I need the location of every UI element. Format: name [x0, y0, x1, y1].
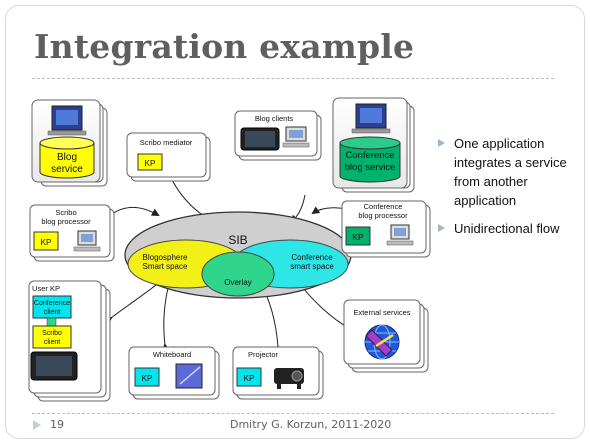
external-services-label: External services	[353, 308, 410, 317]
footer-divider	[32, 413, 554, 414]
footer-arrow-icon	[33, 420, 41, 430]
tablet-icon	[30, 351, 78, 381]
bullet-item: Unidirectional flow	[436, 219, 586, 238]
title-divider	[32, 78, 554, 79]
scribo-processor-box: Scribo blog processor KP	[29, 204, 115, 262]
bullet-text: One application integrates a service fro…	[454, 136, 567, 208]
blog-service-box: Blog service	[31, 99, 108, 187]
user-kp-label: User KP	[32, 284, 60, 293]
whiteboard-kp	[134, 367, 160, 387]
conf-processor-label-2: blog processor	[358, 211, 408, 220]
whiteboard-label: Whiteboard	[153, 350, 191, 359]
conf-blog-service-label-2: blog service	[345, 162, 396, 173]
scribo-processor-label-1: Scribo	[55, 208, 76, 217]
bullet-marker-icon	[438, 224, 445, 232]
computer-icon	[282, 126, 310, 148]
arrow-scribo-processor	[104, 206, 160, 221]
conference-client-label-1: Conference	[34, 300, 70, 307]
computer-icon	[47, 105, 87, 136]
scribo-processor-kp-label: KP	[41, 238, 52, 247]
whiteboard-kp-label: KP	[142, 374, 153, 383]
bullet-marker-icon	[438, 139, 445, 147]
scribo-processor-label-2: blog processor	[41, 217, 91, 226]
conference-space-label-2: smart space	[290, 262, 334, 271]
bullet-item: One application integrates a service fro…	[436, 134, 586, 210]
user-kp-box: User KP Conference client Scribo client	[28, 280, 111, 402]
conference-processor-box: Conference blog processor KP	[341, 200, 431, 258]
blog-service-label-2: service	[51, 164, 83, 175]
overlay-label: Overlay	[224, 278, 252, 287]
scribo-processor-kp	[33, 231, 59, 251]
footer-author: Dmitry G. Korzun, 2011-2020	[230, 418, 392, 431]
blogosphere-label-2: Smart space	[143, 262, 188, 271]
sib-label: SIB	[228, 233, 247, 247]
projector-kp	[236, 367, 262, 387]
projector-label: Projector	[248, 350, 279, 359]
scribo-mediator-kp	[137, 153, 163, 171]
globe-icon	[364, 324, 400, 360]
scribo-client	[32, 325, 72, 349]
conf-processor-kp	[345, 226, 371, 246]
client-link-icon	[46, 317, 57, 327]
conference-blog-service-box: Conference blog service	[332, 97, 415, 193]
scribo-mediator-kp-label: KP	[145, 159, 156, 168]
conference-client-label-2: client	[44, 309, 60, 316]
slide-frame	[5, 5, 585, 439]
tablet-icon	[240, 127, 280, 151]
projector-kp-label: KP	[244, 374, 255, 383]
slide-title: Integration example	[34, 27, 415, 66]
conf-processor-label-1: Conference	[364, 202, 403, 211]
whiteboard-icon	[175, 363, 203, 389]
page-number: 19	[50, 418, 64, 431]
whiteboard-box: Whiteboard KP	[128, 346, 220, 400]
blog-clients-box: Blog clients	[234, 110, 322, 161]
database-icon	[339, 136, 401, 183]
bullet-list: One application integrates a service fro…	[436, 134, 586, 247]
computer-icon	[386, 224, 414, 246]
scribo-mediator-box: Scribo mediator KP	[126, 132, 211, 182]
scribo-mediator-label: Scribo mediator	[140, 138, 193, 147]
computer-icon	[351, 103, 391, 134]
database-icon	[39, 136, 95, 179]
computer-icon	[73, 230, 101, 252]
conference-space-label-1: Conference	[291, 253, 333, 262]
overlay-region	[201, 251, 275, 297]
blog-clients-label: Blog clients	[255, 114, 294, 123]
blog-service-label-1: Blog	[57, 152, 77, 163]
blogosphere-label-1: Blogosphere	[143, 253, 188, 262]
external-services-box: External services	[343, 299, 429, 373]
projector-box: Projector KP	[232, 346, 324, 400]
sib-hub: SIB Blogosphere Smart space Conference s…	[124, 211, 352, 299]
bullet-text: Unidirectional flow	[454, 221, 560, 236]
scribo-client-label-2: client	[44, 339, 60, 346]
conf-blog-service-label-1: Conference	[345, 150, 394, 161]
conf-processor-kp-label: KP	[353, 233, 364, 242]
projector-icon	[274, 368, 304, 389]
scribo-client-label-1: Scribo	[42, 330, 62, 337]
